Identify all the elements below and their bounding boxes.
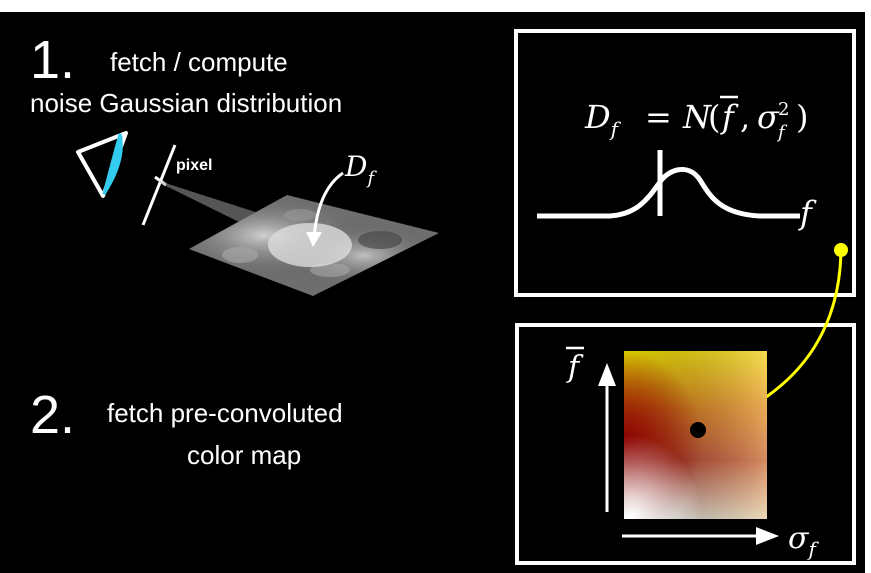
svg-text:σ: σ — [757, 98, 780, 136]
step1-line1: fetch / compute — [110, 47, 288, 77]
df-pointer-arrowhead — [306, 232, 322, 247]
step1-number: 1. — [30, 30, 76, 90]
step1-line2: noise Gaussian distribution — [30, 88, 343, 118]
f-axis-label: f — [798, 194, 817, 232]
color-map-panel — [515, 323, 856, 565]
pixel-label: pixel — [176, 157, 212, 174]
eye-icon — [76, 131, 128, 198]
svg-text:f: f — [776, 122, 788, 143]
color-map — [624, 351, 767, 519]
svg-text:f: f — [720, 98, 739, 136]
pixel-plane-line — [141, 144, 177, 226]
pixel-footprint-ellipse — [268, 223, 352, 267]
df-pointer-arrow — [312, 171, 344, 239]
df-label: Df — [344, 150, 377, 189]
sigma-axis-label: σf — [788, 521, 819, 561]
step2-line1: fetch pre-convoluted — [107, 398, 343, 428]
lookup-point — [690, 422, 706, 438]
distribution-panel — [514, 29, 856, 297]
gaussian-curve — [537, 167, 800, 219]
svg-text:,: , — [740, 98, 750, 136]
svg-text:=: = — [645, 98, 672, 136]
svg-text:): ) — [796, 98, 808, 136]
fbar-axis-label: f — [566, 350, 584, 385]
step2-number: 2. — [30, 385, 76, 445]
y-axis-arrow — [598, 363, 616, 512]
svg-text:N: N — [682, 98, 712, 136]
distribution-formula: Df = N ( f , σ 2 f ) — [584, 95, 808, 143]
svg-text:2: 2 — [778, 99, 789, 120]
svg-text:(: ( — [708, 98, 720, 136]
step2-line2: color map — [187, 440, 302, 470]
x-axis-arrow — [622, 527, 779, 545]
svg-text:Df: Df — [584, 98, 622, 141]
